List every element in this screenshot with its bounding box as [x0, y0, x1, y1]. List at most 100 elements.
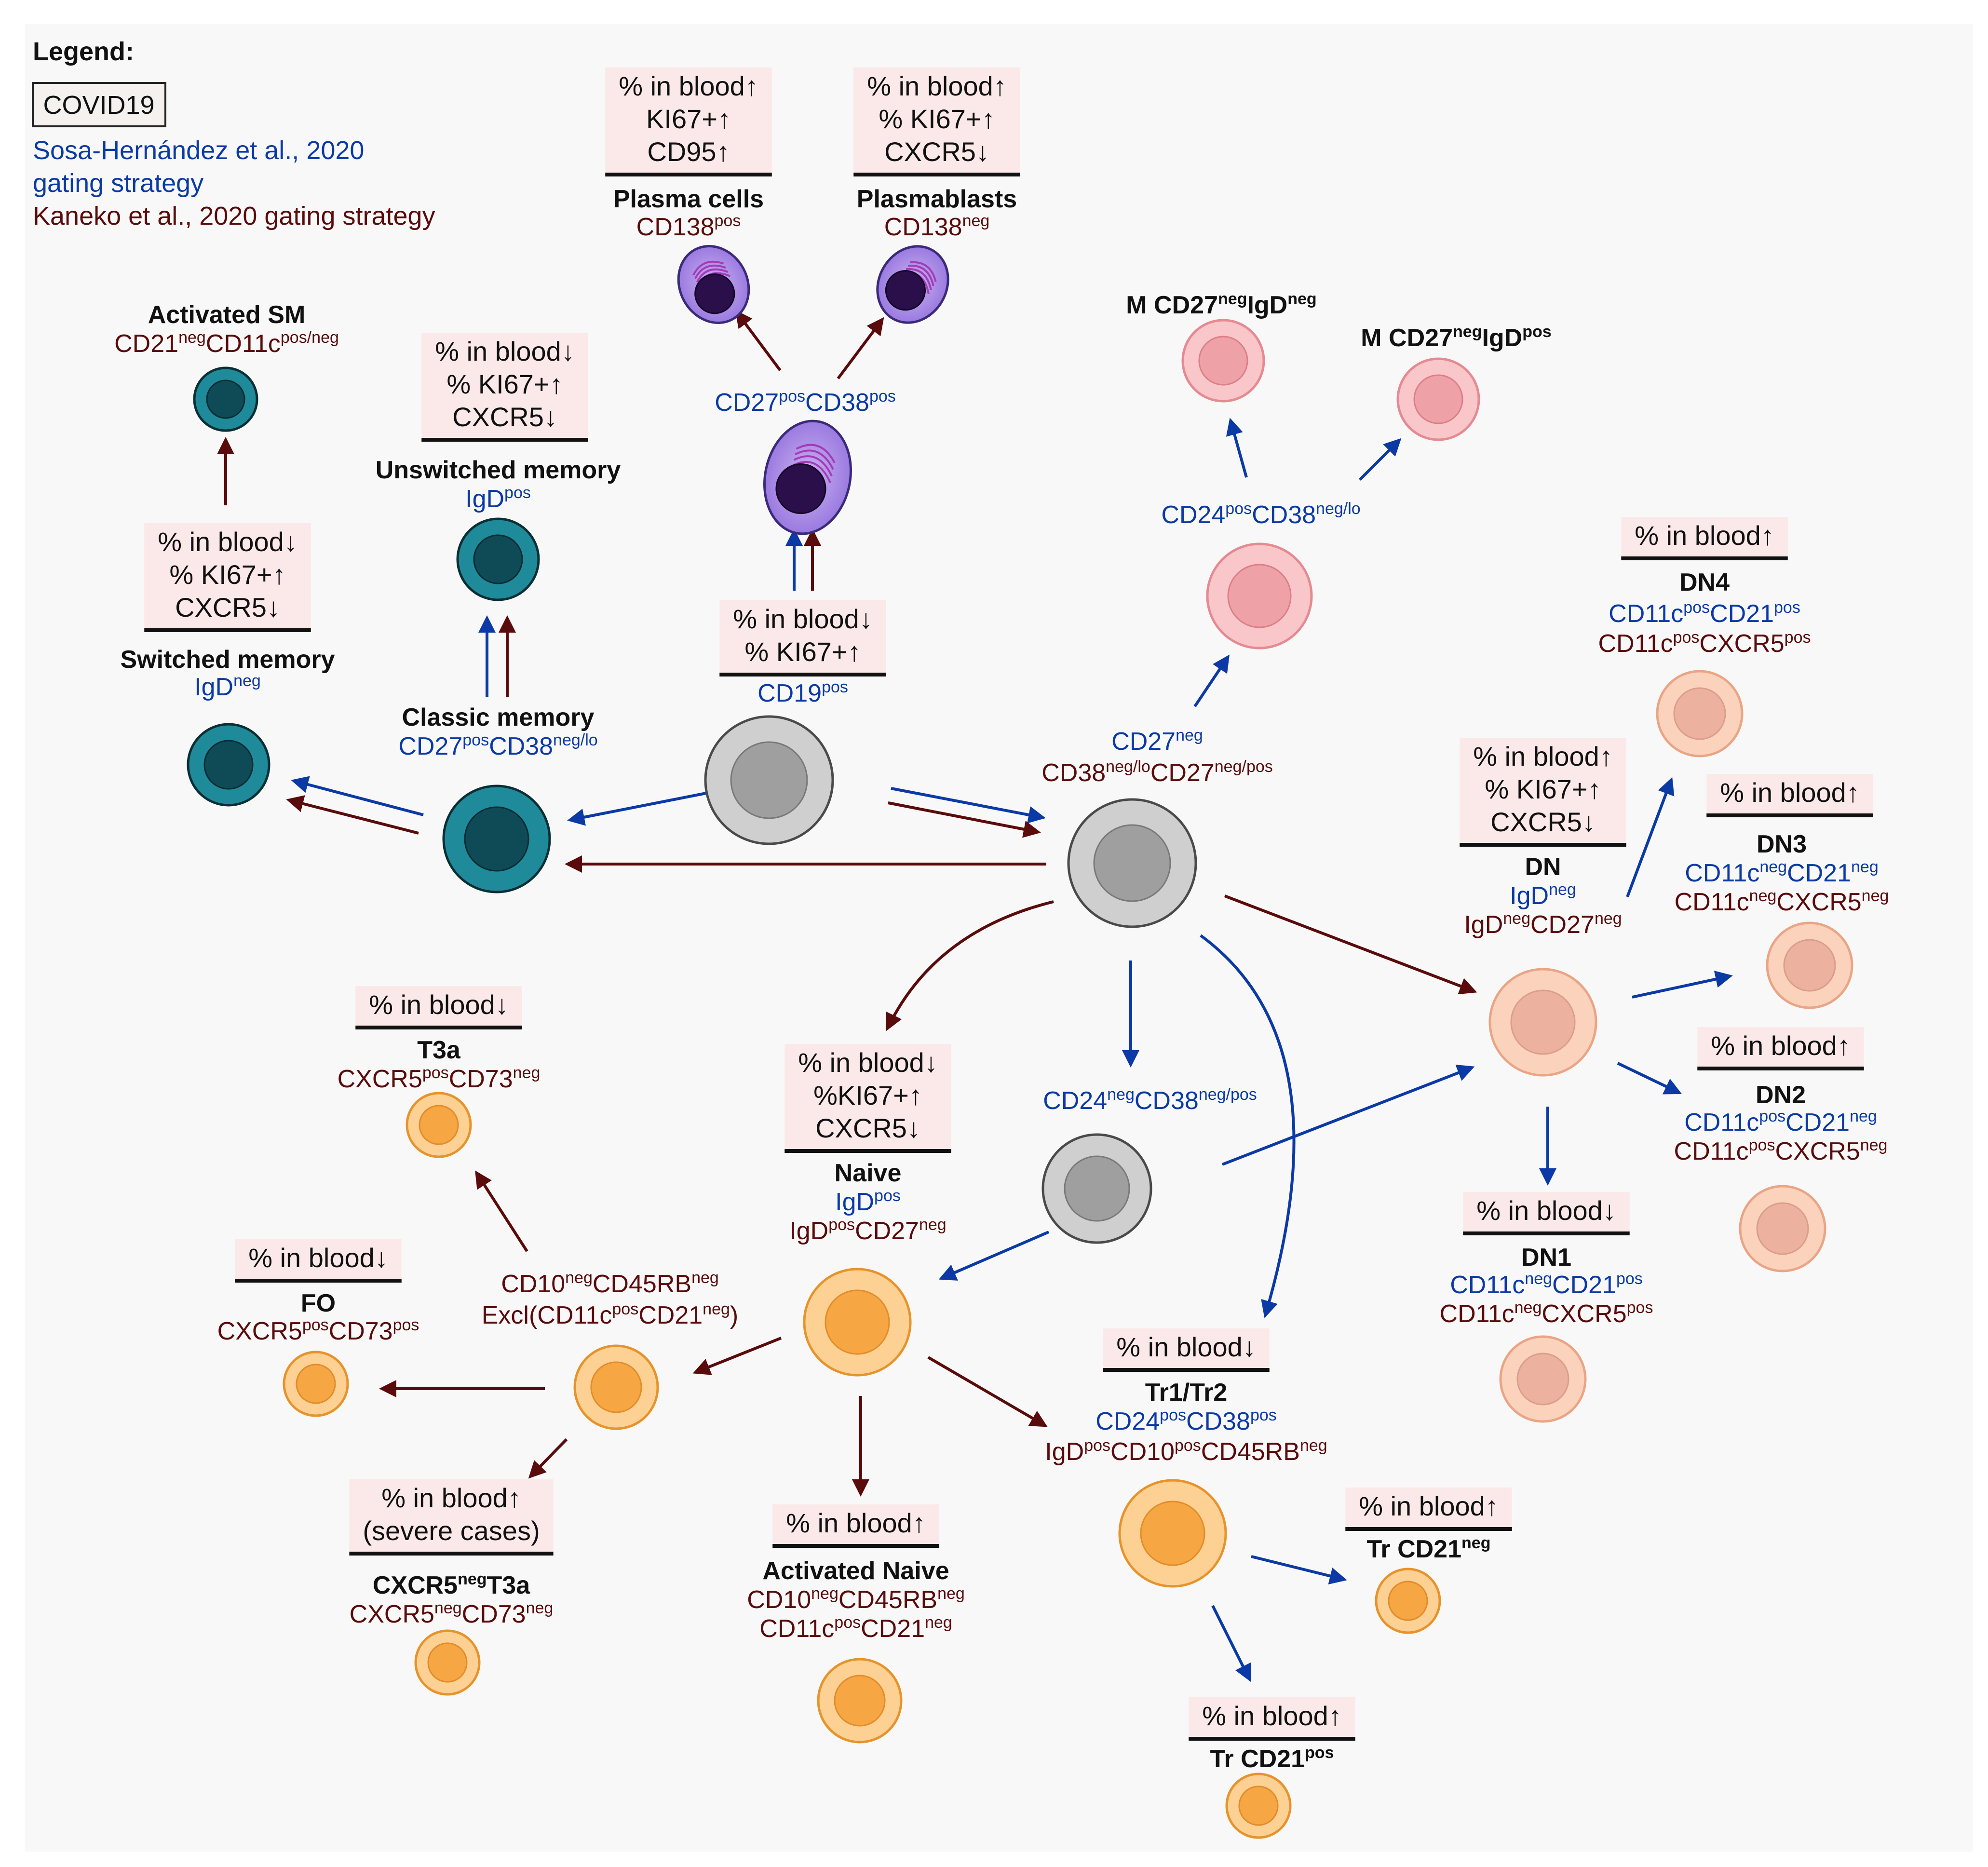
arrow-cd19-to-cd27neg-blue — [891, 787, 1046, 824]
activated-naive-marker-1: CD10negCD45RBneg — [747, 1584, 965, 1614]
cd19-stats: % in blood↓% KI67+↑ — [719, 600, 886, 676]
unswitched-memory-title: Unswitched memory — [376, 456, 621, 484]
legend-sosa-line2: gating strategy — [33, 169, 203, 198]
cell-cd24neg — [1041, 1133, 1152, 1244]
arrows — [217, 310, 1733, 1682]
activated-naive-marker-2: CD11cposCD21neg — [759, 1613, 952, 1643]
dn1-stats: % in blood↓ — [1463, 1192, 1630, 1235]
plasma-cells-stats-line: CD95↑ — [647, 136, 730, 167]
t3a-marker: CXCR5posCD73neg — [338, 1064, 541, 1093]
cell-dn4 — [1656, 670, 1744, 758]
arrow-cd10neg-to-t3a — [475, 1170, 528, 1252]
naive-stats-line: % in blood↓ — [798, 1047, 938, 1078]
cell-cxcr5neg-t3a — [414, 1629, 481, 1696]
legend-kaneko: Kaneko et al., 2020 gating strategy — [33, 202, 435, 230]
cell-unswitched-memory — [456, 517, 540, 601]
arrow-dn-to-dn4 — [1626, 777, 1675, 898]
classic-memory-title: Classic memory — [402, 704, 595, 731]
arrow-dn-to-dn2 — [1617, 1062, 1682, 1095]
stat-boxes: % in blood↑KI67+↑CD95↑% in blood↑% KI67+… — [144, 68, 1873, 1741]
naive-marker-kaneko: IgDposCD27neg — [789, 1216, 946, 1245]
cell-tr1tr2 — [1118, 1479, 1227, 1588]
arrow-cd27neg-to-tr1tr2 — [1200, 934, 1296, 1318]
tr1tr2-marker-kaneko: IgDposCD10posCD45RBneg — [1045, 1436, 1327, 1466]
tr-cd21pos-stats: % in blood↑ — [1189, 1697, 1355, 1741]
tr-cd21neg-stats-line: % in blood↑ — [1359, 1491, 1499, 1521]
dn2-marker-sosa: CD11cposCD21neg — [1684, 1107, 1877, 1136]
t3a-stats: % in blood↓ — [355, 986, 522, 1029]
diagram-panel — [25, 24, 1973, 1852]
dn-marker-sosa: IgDneg — [1510, 880, 1576, 910]
legend-title: Legend: — [33, 37, 134, 66]
activated-naive-title: Activated Naive — [762, 1557, 949, 1585]
dn2-marker-kaneko: CD11cposCXCR5neg — [1674, 1136, 1888, 1165]
plasma-cells-stats: % in blood↑KI67+↑CD95↑ — [605, 68, 772, 176]
cxcr5neg-t3a-stats-line: (severe cases) — [363, 1515, 540, 1546]
cell-cd19 — [704, 715, 834, 845]
arrow-classic-to-switched-red — [286, 795, 419, 835]
dn2-stats-line: % in blood↑ — [1711, 1030, 1851, 1061]
cell-labels: Plasma cellsCD138posPlasmablastsCD138neg… — [114, 185, 1889, 1773]
cell-dn — [1488, 968, 1597, 1077]
naive-stats-line: CXCR5↓ — [815, 1113, 920, 1143]
cxcr5neg-t3a-marker: CXCR5negCD73neg — [350, 1599, 554, 1628]
cxcr5neg-t3a-title: CXCR5negT3a — [373, 1570, 530, 1599]
switched-memory-marker: IgDneg — [194, 672, 261, 701]
switched-memory-stats-line: % KI67+↑ — [169, 559, 285, 590]
plasma-cells-stats-line: KI67+↑ — [646, 104, 731, 134]
dn-title: DN — [1525, 853, 1561, 881]
dn3-stats: % in blood↑ — [1706, 774, 1873, 817]
naive-title: Naive — [835, 1159, 902, 1187]
fo-stats: % in blood↓ — [235, 1239, 402, 1283]
naive-stats-line: %KI67+↑ — [813, 1080, 922, 1110]
arrow-tr1tr2-to-tr-cd21neg — [1251, 1555, 1347, 1584]
cells — [187, 244, 1853, 1839]
cell-dn2 — [1739, 1185, 1826, 1272]
unswitched-memory-stats-line: % KI67+↑ — [446, 369, 563, 399]
cd19-marker: CD19pos — [757, 678, 848, 707]
cd19-stats-line: % in blood↓ — [733, 604, 873, 634]
plasmablasts-stats-line: % KI67+↑ — [879, 104, 995, 134]
dn-marker-kaneko: IgDnegCD27neg — [1464, 909, 1622, 939]
cell-dn1 — [1499, 1335, 1587, 1423]
cell-activated-naive — [817, 1658, 903, 1744]
cell-plasma-cells — [677, 244, 750, 325]
legend-sosa-line1: Sosa-Hernández et al., 2020 — [33, 136, 364, 165]
dn4-marker-kaneko: CD11cposCXCR5pos — [1598, 628, 1811, 658]
cell-dn3 — [1766, 921, 1853, 1009]
cell-plasmablasts — [876, 245, 949, 324]
arrow-cd24neg-to-dn — [1221, 1064, 1475, 1166]
m-cd27neg-igdneg-title: M CD27negIgDneg — [1126, 290, 1316, 319]
cell-t3a — [406, 1092, 472, 1158]
plasma-cells-marker: CD138pos — [636, 212, 741, 241]
arrow-naive-to-cd10neg — [692, 1337, 782, 1375]
tr1tr2-stats: % in blood↓ — [1103, 1328, 1270, 1372]
unswitched-memory-stats-line: CXCR5↓ — [452, 402, 557, 432]
tr-cd21pos-title: Tr CD21pos — [1210, 1744, 1334, 1773]
cell-m-cd27neg-igdneg — [1181, 319, 1265, 403]
plasmablasts-stats-line: % in blood↑ — [867, 71, 1007, 101]
tr1tr2-stats-line: % in blood↓ — [1116, 1332, 1256, 1362]
switched-memory-title: Switched memory — [120, 646, 335, 674]
arrow-cd27neg-to-naive — [886, 900, 1054, 1031]
dn1-stats-line: % in blood↓ — [1476, 1195, 1616, 1226]
cd10neg-gate-line1: CD10negCD45RBneg — [501, 1269, 719, 1298]
plasmablasts-stats: % in blood↑% KI67+↑CXCR5↓ — [853, 68, 1020, 176]
dn1-marker-kaneko: CD11cnegCXCR5pos — [1440, 1299, 1653, 1328]
arrow-cd10neg-to-cxcr5neg-t3a — [528, 1438, 568, 1479]
dn4-stats: % in blood↑ — [1621, 517, 1788, 560]
dn3-title: DN3 — [1757, 830, 1807, 858]
arrow-cd19-to-cd27neg-red — [888, 801, 1041, 838]
dn-stats-line: % in blood↑ — [1473, 741, 1613, 771]
cell-cd24pos — [1206, 542, 1313, 649]
arrow-cd24neg-to-naive — [938, 1231, 1050, 1281]
dn2-title: DN2 — [1756, 1081, 1806, 1109]
dn-stats-line: % KI67+↑ — [1485, 774, 1601, 804]
cell-tr-cd21pos — [1225, 1772, 1292, 1839]
fo-title: FO — [301, 1289, 336, 1317]
unswitched-memory-marker: IgDpos — [465, 484, 531, 513]
dn3-stats-line: % in blood↑ — [1720, 777, 1860, 808]
cell-fo — [283, 1351, 349, 1417]
plasma-cells-stats-line: % in blood↑ — [619, 71, 758, 101]
